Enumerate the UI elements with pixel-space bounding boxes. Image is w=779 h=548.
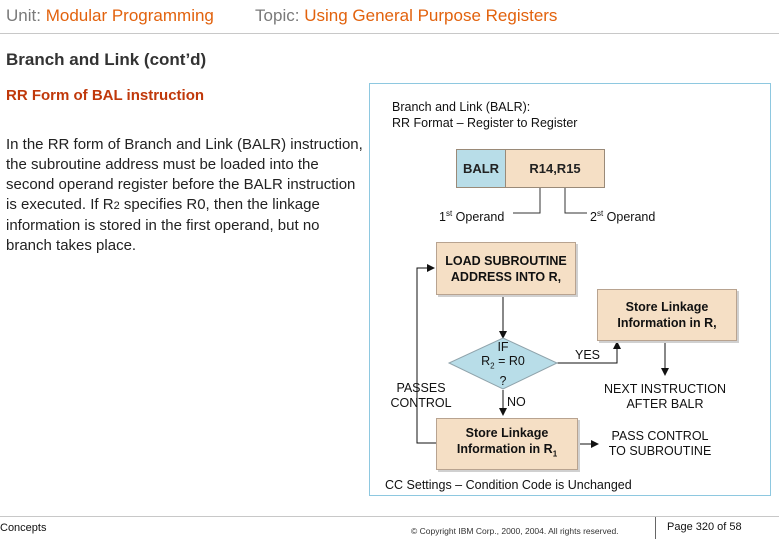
load-box-line1: LOAD SUBROUTINE <box>445 253 567 268</box>
diagram-title: Branch and Link (BALR): RR Format – Regi… <box>392 99 577 131</box>
load-subroutine-box: LOAD SUBROUTINE ADDRESS INTO R, <box>436 242 576 295</box>
arrow-yes <box>557 341 621 364</box>
decision-condition: R2 = R0 <box>481 354 525 371</box>
operands-cell: R14,R15 <box>505 149 605 188</box>
next-instruction-label: NEXT INSTRUCTION AFTER BALR <box>604 382 726 411</box>
load-box-line2: ADDRESS INTO R, <box>450 269 562 284</box>
decision-text: IF R2 = R0 ? <box>463 340 543 388</box>
pass-control-label: PASS CONTROL TO SUBROUTINE <box>608 429 712 458</box>
topic-value: Using General Purpose Registers <box>304 6 558 25</box>
arrow-loop-back <box>416 264 436 444</box>
footer-course: Concepts <box>0 522 47 534</box>
store-bottom-line1: Store Linkage <box>465 426 549 441</box>
section-title: Branch and Link (cont’d) <box>6 50 207 69</box>
decision-diamond <box>447 337 559 390</box>
page-number: Page 320 of 58 <box>667 521 742 533</box>
body-paragraph: In the RR form of Branch and Link (BALR)… <box>6 135 366 256</box>
header-divider <box>0 33 779 34</box>
first-operand-label: 1st Operand <box>439 209 505 225</box>
passes-control-label: PASSES CONTROL <box>390 381 452 410</box>
unit-value: Modular Programming <box>45 6 214 25</box>
topic-label: Topic: <box>255 6 300 25</box>
store-linkage-right-box: Store Linkage Information in R, <box>597 289 737 341</box>
footer-copyright: © Copyright IBM Corp., 2000, 2004. All r… <box>411 526 619 536</box>
opcode-text: BALR <box>462 161 500 176</box>
footer-separator <box>655 517 656 539</box>
store-linkage-bottom-box: Store Linkage Information in R1 <box>436 418 578 470</box>
second-operand-label: 2st Operand <box>590 209 656 225</box>
yes-label: YES <box>575 348 601 362</box>
operands-text: R14,R15 <box>529 161 581 176</box>
no-label: NO <box>507 395 526 409</box>
diagram-title-line1: Branch and Link (BALR): <box>392 100 531 114</box>
first-operand-connector <box>513 188 541 214</box>
decision-if: IF <box>497 340 509 354</box>
body-sub: 2 <box>113 200 120 212</box>
body-part2: specifies R0, then the linkage informati… <box>6 196 320 254</box>
subtitle: RR Form of BAL instruction <box>6 87 205 104</box>
store-bottom-line2: Information in R1 <box>456 442 558 459</box>
store-right-line2: Information in R, <box>617 316 717 330</box>
footer-divider <box>0 516 779 517</box>
unit-label: Unit: <box>6 6 41 25</box>
decision-question: ? <box>499 373 507 388</box>
slide-header: Unit: Modular Programming Topic: Using G… <box>6 6 557 26</box>
cc-settings-note: CC Settings – Condition Code is Unchange… <box>385 478 632 492</box>
store-right-line1: Store Linkage <box>625 300 709 314</box>
second-operand-connector <box>564 188 587 214</box>
body-part1: In the RR form of Branch and Link (BALR)… <box>6 136 363 213</box>
diagram-frame <box>369 83 771 496</box>
diagram-title-line2: RR Format – Register to Register <box>392 116 578 130</box>
